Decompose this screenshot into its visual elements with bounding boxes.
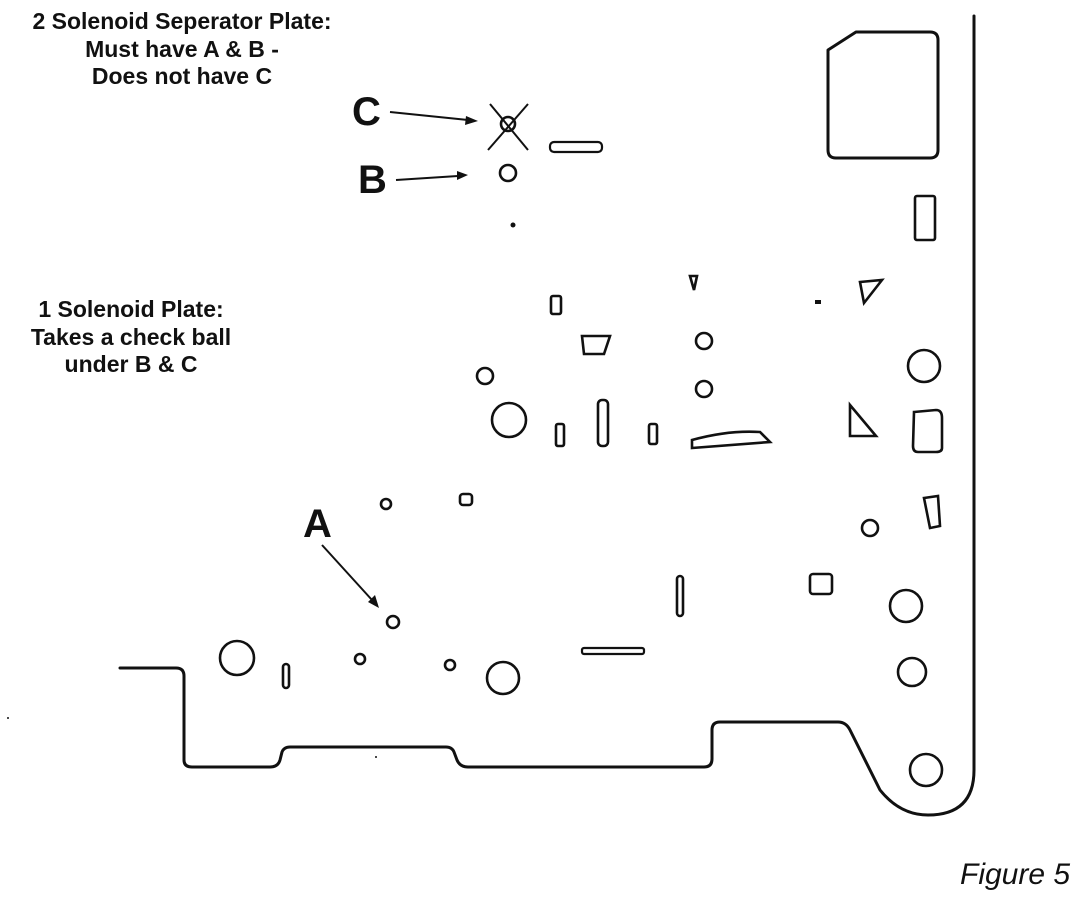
one-solenoid-note-line1: 1 Solenoid Plate:: [38, 296, 224, 322]
two-solenoid-note-line3: Does not have C: [91, 63, 273, 90]
callout-label-a: A: [303, 502, 332, 546]
square-port: [808, 572, 834, 596]
pin-dot: [815, 300, 821, 304]
port: [922, 494, 942, 530]
port: [860, 518, 880, 538]
port: [475, 366, 495, 386]
square-port: [911, 408, 944, 454]
port: [694, 379, 714, 399]
port: [218, 639, 256, 677]
slot: [549, 294, 563, 316]
slot: [554, 422, 566, 448]
hole-b: [498, 163, 518, 183]
slot: [690, 430, 773, 450]
two-solenoid-note-line1: 2 Solenoid Seperator Plate:: [32, 8, 332, 34]
port: [379, 497, 393, 511]
slot: [913, 194, 937, 242]
hole-a: [385, 614, 401, 630]
port: [688, 274, 699, 291]
port: [458, 492, 474, 507]
slot: [281, 662, 291, 690]
port: [906, 348, 942, 384]
plate-outline: [118, 14, 976, 817]
port: [888, 588, 924, 624]
speck: [7, 717, 9, 719]
two-solenoid-note: 2 Solenoid Seperator Plate: Must have A …: [6, 8, 358, 91]
slot: [647, 422, 659, 446]
speck: [375, 756, 377, 758]
plate-window: [826, 30, 940, 160]
port: [353, 652, 367, 666]
two-solenoid-note-line2: Must have A & B -: [85, 35, 279, 62]
slot: [580, 646, 646, 656]
slot: [596, 398, 610, 448]
one-solenoid-note-line2: Takes a check ball: [30, 323, 232, 350]
callout-label-b: B: [358, 158, 387, 202]
port: [443, 658, 457, 672]
arrow-c: [389, 111, 478, 125]
triangle-port: [848, 401, 879, 438]
arrow-b: [395, 171, 468, 181]
one-solenoid-note: 1 Solenoid Plate: Takes a check ball und…: [0, 296, 262, 379]
figure-caption: Figure 5: [960, 858, 1071, 891]
port: [908, 752, 944, 788]
port: [694, 331, 714, 351]
port: [896, 656, 928, 688]
triangle-port: [858, 278, 885, 307]
callout-label-c: C: [352, 90, 381, 134]
slot: [675, 574, 685, 618]
one-solenoid-note-line3: under B & C: [64, 351, 198, 378]
arrow-a: [321, 544, 379, 608]
port: [485, 660, 521, 696]
port: [580, 334, 612, 356]
hole-c: [487, 103, 529, 151]
port: [490, 401, 528, 439]
pin-dot: [510, 222, 516, 228]
slot: [548, 140, 604, 154]
